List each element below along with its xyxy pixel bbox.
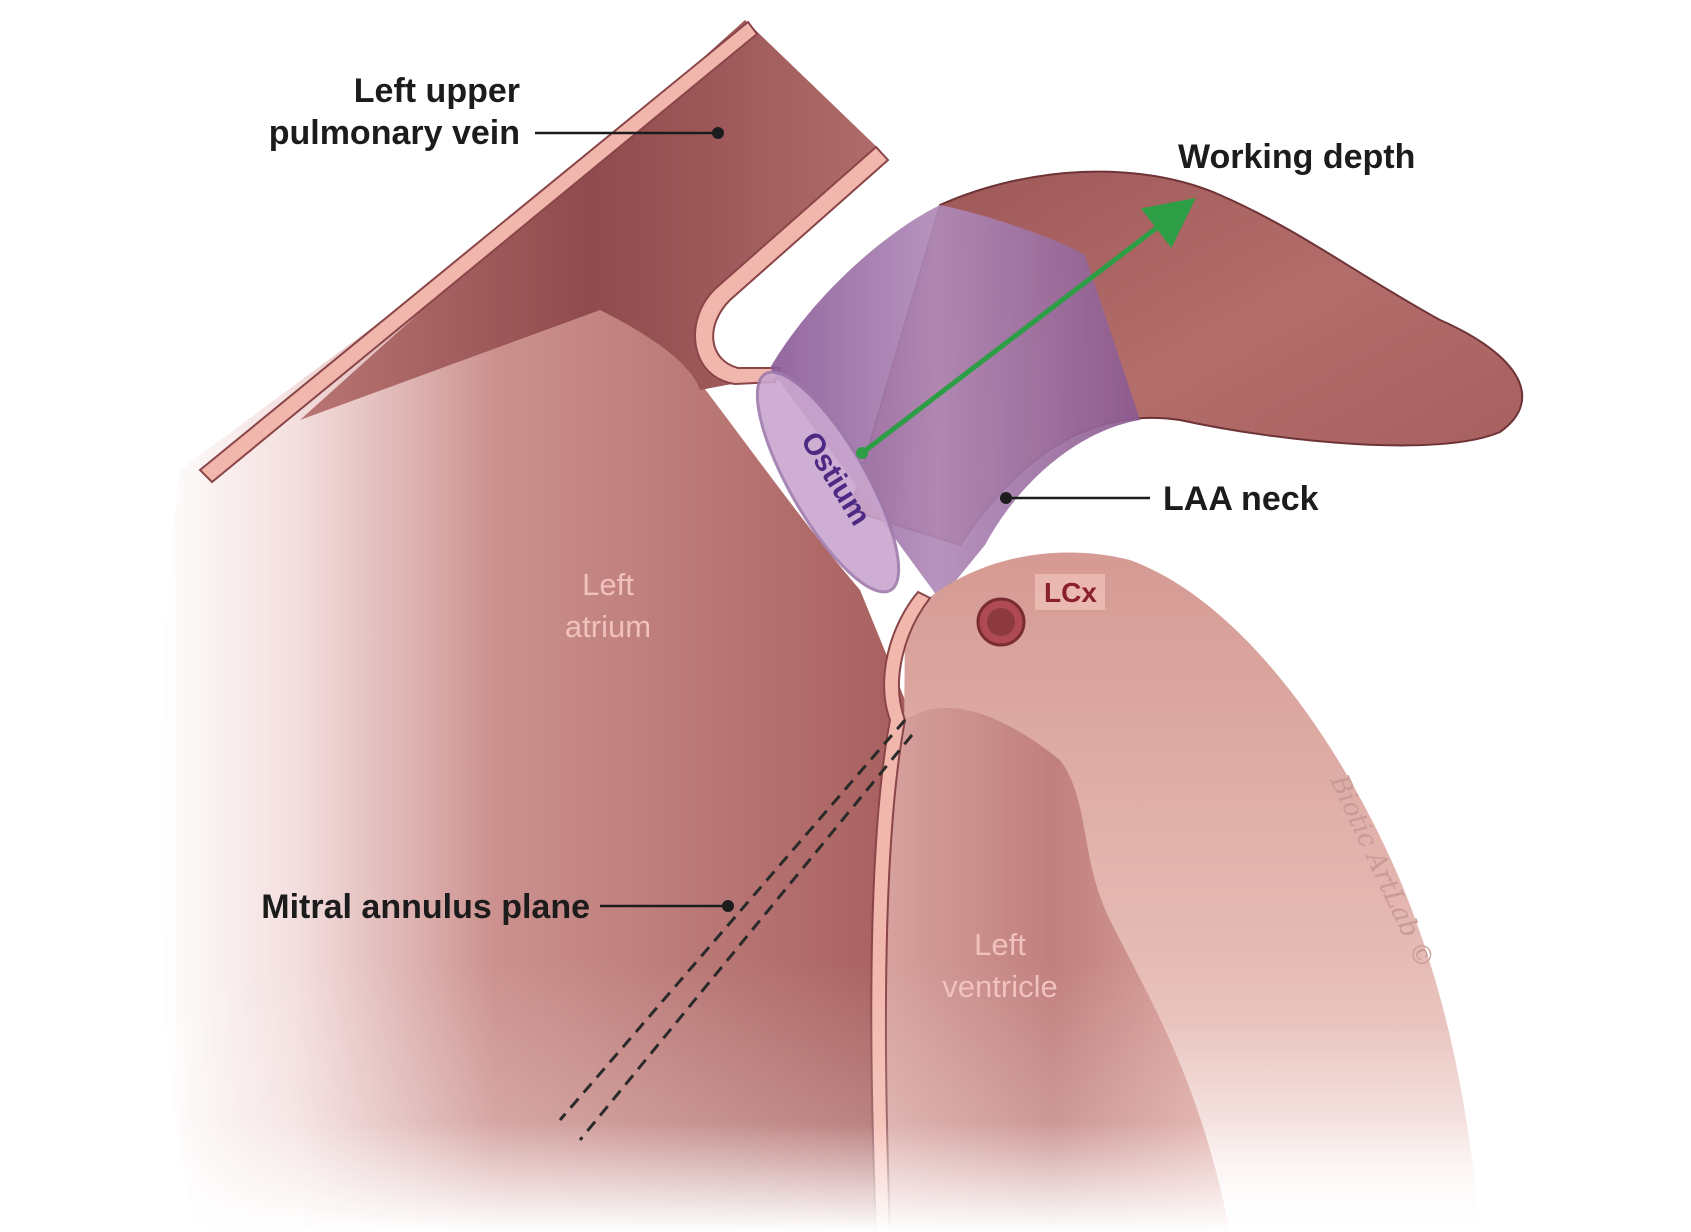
label-left-ventricle-line1: Left	[974, 927, 1026, 962]
lcx-vessel-inner	[987, 608, 1015, 636]
mitral-plane-dash-1	[558, 719, 907, 1121]
working-depth-arrow	[860, 197, 1196, 455]
label-left-atrium-line1: Left	[582, 567, 634, 602]
pulmonary-vein-leader-dot	[712, 127, 724, 139]
working-depth-origin-dot	[856, 447, 868, 459]
pulmonary-vein-wall-left	[198, 20, 759, 484]
label-pulmonary-vein-line1: Left upper	[354, 72, 520, 110]
bottom-fade	[0, 960, 1691, 1232]
label-lcx: LCx	[1044, 577, 1097, 608]
mitral-leader-dot	[722, 900, 734, 912]
ostium-ellipse	[755, 370, 901, 594]
label-pulmonary-vein-line2: pulmonary vein	[269, 114, 520, 152]
pulmonary-vein-tube	[300, 20, 880, 420]
lcx-label-bg	[1035, 574, 1105, 610]
label-left-atrium-line2: atrium	[565, 609, 651, 644]
laa-neck-leader-dot	[1000, 492, 1012, 504]
label-laa-neck: LAA neck	[1163, 480, 1319, 518]
laa-neck-band	[770, 205, 1140, 600]
label-working-depth: Working depth	[1178, 138, 1415, 176]
mitral-plane-dash-2	[578, 734, 914, 1141]
label-left-ventricle-line2: ventricle	[942, 969, 1057, 1004]
label-mitral-annulus-plane: Mitral annulus plane	[261, 888, 590, 926]
